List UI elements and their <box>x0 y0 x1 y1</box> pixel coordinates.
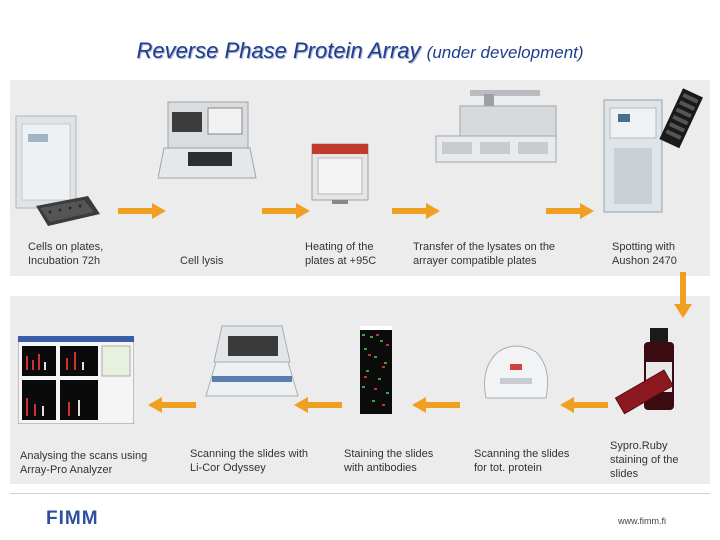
step-label-sypro-ruby: Sypro.Ruby staining of the slides <box>610 440 679 480</box>
heating-oven-image <box>311 143 369 204</box>
array-pro-analyzer-screenshot <box>18 336 134 424</box>
diagram-title: Reverse Phase Protein Array (under devel… <box>0 38 720 64</box>
arrow-step2-to-step3 <box>262 203 310 219</box>
footer-url: www.fimm.fi <box>618 516 666 526</box>
arrow-step4-to-step5 <box>546 203 594 219</box>
step-label-analysing-scans: Analysing the scans using Array-Pro Anal… <box>20 450 148 476</box>
step-label-cell-lysis: Cell lysis <box>180 255 224 267</box>
step-label-cells-on-plates: Cells on plates, Incubation 72h <box>28 241 104 267</box>
arrow-step9-to-step10 <box>148 397 196 413</box>
aushon-spotter-image <box>603 88 703 213</box>
incubator-image <box>15 115 100 226</box>
step-label-spotting: Spotting with Aushon 2470 <box>612 241 677 267</box>
step-label-staining-antibodies: Staining the slides with antibodies <box>344 448 434 474</box>
arrow-step5-to-step6-down <box>674 272 692 318</box>
arrow-step3-to-step4 <box>392 203 440 219</box>
fimm-logo: FIMM <box>46 508 99 530</box>
licor-odyssey-scanner-image <box>205 325 299 397</box>
arrow-step1-to-step2 <box>118 203 166 219</box>
step-label-scanning-licor: Scanning the slides with Li-Cor Odyssey <box>190 448 309 474</box>
sypro-ruby-bottle-image <box>614 328 674 415</box>
step-label-heating: Heating of the plates at +95C <box>305 241 377 267</box>
arrow-step6-to-step7 <box>560 397 608 413</box>
stained-slide-image <box>360 326 392 414</box>
title-main: Reverse Phase Protein Array <box>136 38 421 63</box>
arrayer-liquid-handler-image <box>435 90 557 163</box>
footer-divider <box>10 493 710 494</box>
step-label-scanning-total-protein: Scanning the slides for tot. protein <box>474 448 570 474</box>
arrow-step8-to-step9 <box>294 397 342 413</box>
arrow-step7-to-step8 <box>412 397 460 413</box>
logo-text: FIMM <box>46 508 99 529</box>
cell-lysis-instrument-image <box>158 101 257 179</box>
step-label-transfer-lysates: Transfer of the lysates on the arrayer c… <box>413 241 556 267</box>
protein-scanner-image <box>484 345 549 399</box>
title-subtitle: (under development) <box>426 43 584 62</box>
